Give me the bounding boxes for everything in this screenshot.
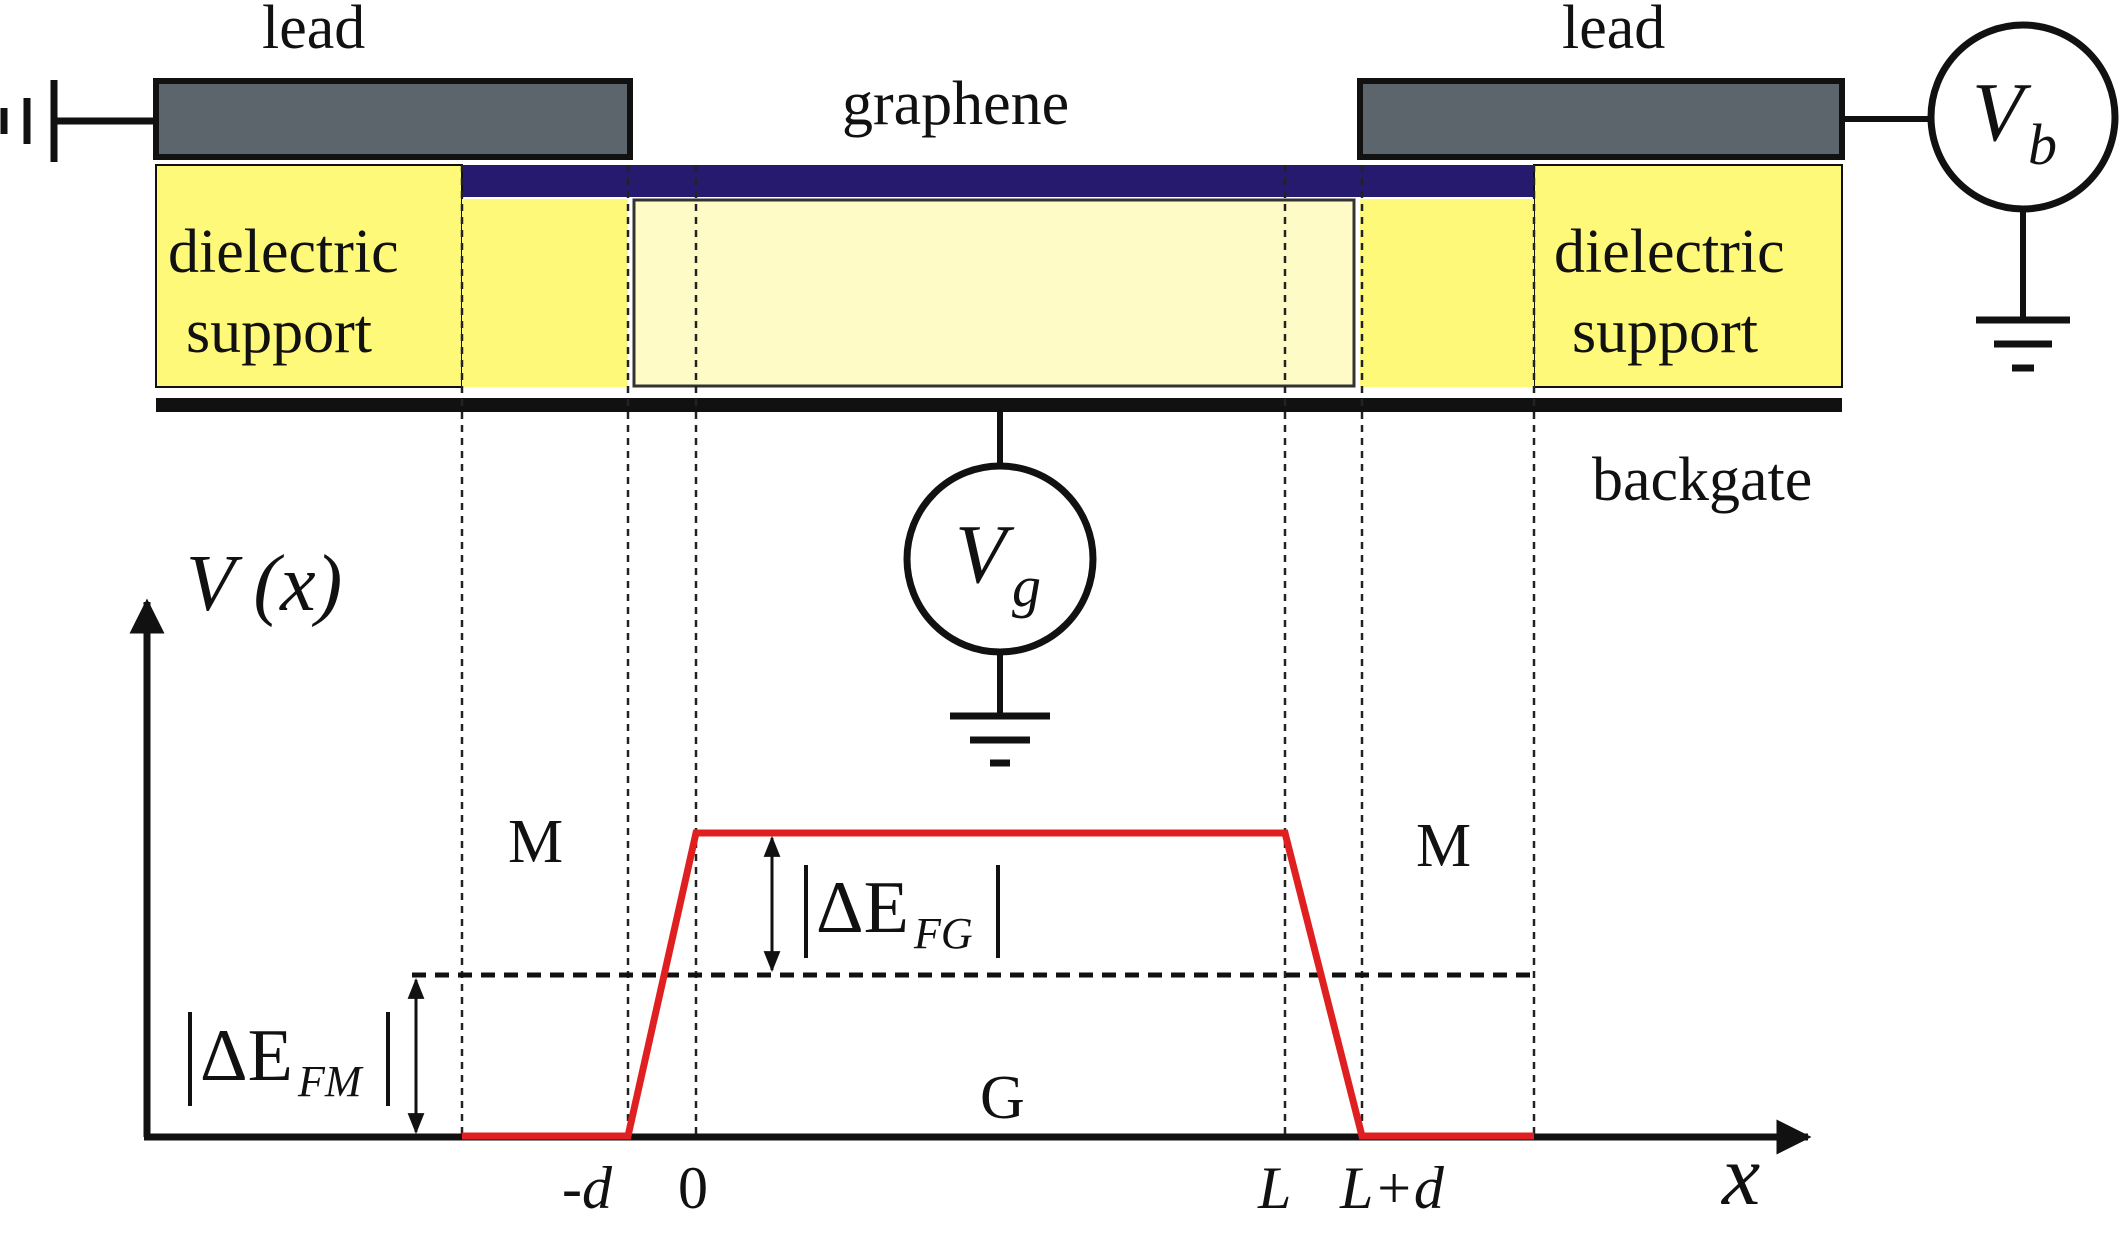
graphene-sheet: [462, 165, 1534, 197]
ground-symbol-left: [0, 80, 154, 162]
label-lead-left: lead: [262, 0, 365, 62]
gate-subscript: g: [1012, 554, 1041, 619]
tick-l-plus-d: L+d: [1339, 1155, 1445, 1221]
label-dielectric-left: dielectric: [168, 218, 399, 286]
label-backgate: backgate: [1592, 446, 1812, 514]
dielectric-support-right: [1533, 164, 1843, 388]
label-support-right: support: [1572, 298, 1758, 366]
bias-source: [1842, 21, 2119, 372]
lead-left: [153, 78, 633, 160]
label-lead-right: lead: [1562, 0, 1665, 62]
bias-subscript: b: [2028, 112, 2057, 177]
label-graphene: graphene: [842, 70, 1069, 138]
delta-fm-label: ΔE FM: [188, 1012, 390, 1106]
delta-fm-subscript: FM: [297, 1057, 364, 1106]
region-m-right: M: [1416, 812, 1471, 880]
channel-region: [632, 198, 1356, 388]
dielectric-edge-right: [1360, 199, 1534, 387]
bias-symbol: V: [1972, 66, 2032, 159]
tick-minus-d: -d: [562, 1155, 613, 1221]
lead-right: [1357, 78, 1845, 160]
delta-fm-symbol: ΔE: [200, 1015, 293, 1097]
backgate-bar: [156, 398, 1842, 412]
potential-profile: [462, 829, 1534, 1140]
x-axis-label: x: [1720, 1127, 1760, 1223]
delta-fg-symbol: ΔE: [816, 867, 909, 949]
dielectric-support-left: [155, 164, 463, 388]
gate-source: [903, 412, 1097, 767]
y-axis-label: V (x): [186, 540, 342, 628]
region-g: G: [980, 1064, 1025, 1132]
delta-fg-label: ΔE FG: [804, 865, 1000, 958]
dielectric-edge-left: [462, 199, 628, 387]
tick-l: L: [1257, 1155, 1291, 1221]
gate-symbol: V: [955, 508, 1015, 601]
label-support-left: support: [186, 298, 372, 366]
tick-zero: 0: [678, 1155, 708, 1221]
label-dielectric-right: dielectric: [1554, 218, 1785, 286]
delta-fg-subscript: FG: [913, 909, 973, 958]
region-m-left: M: [508, 808, 563, 876]
